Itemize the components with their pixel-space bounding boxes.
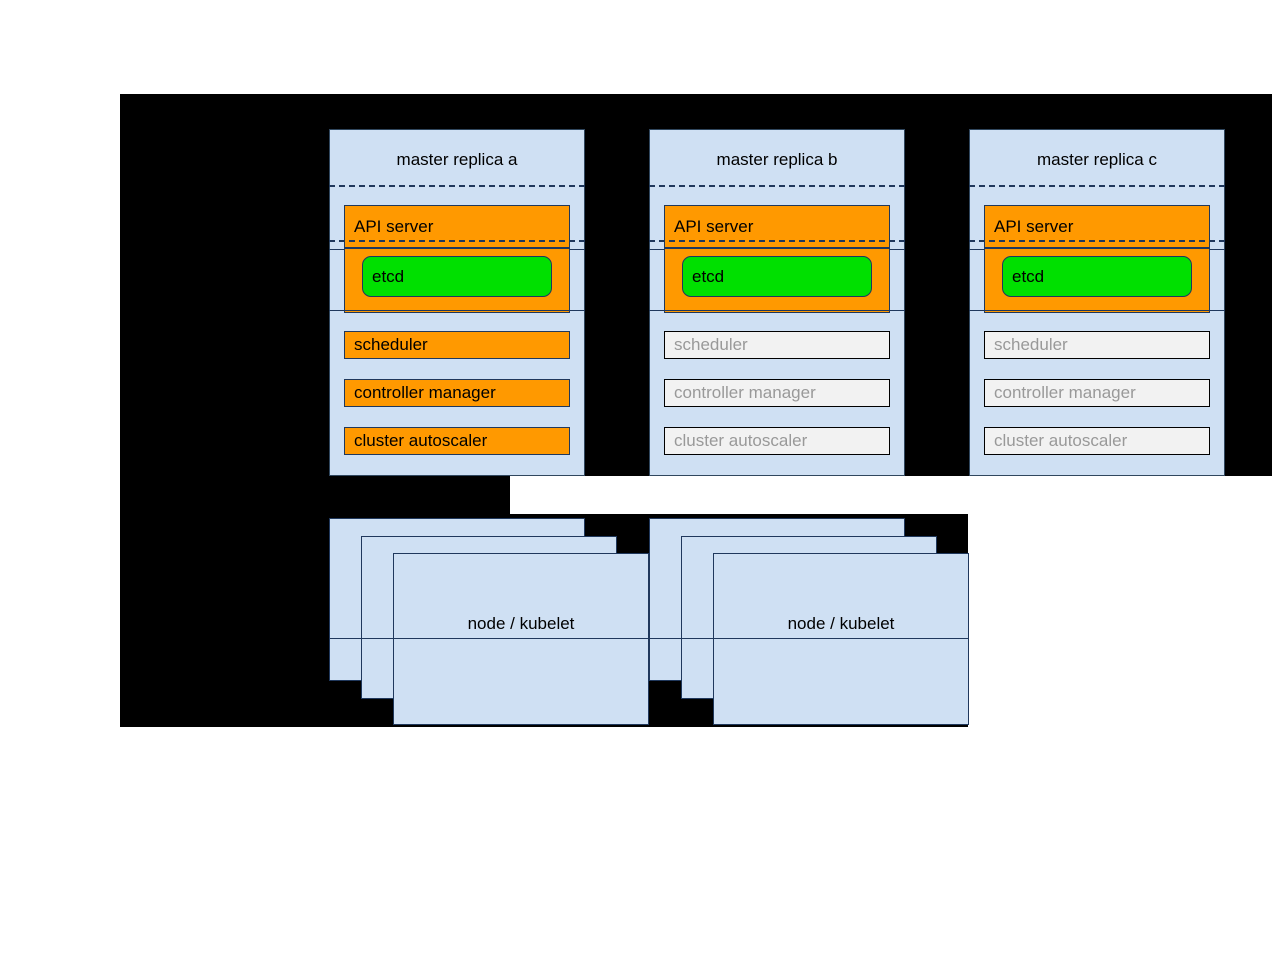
master-replica-c-title: master replica c bbox=[1037, 150, 1157, 169]
master-replica-b-title: master replica b bbox=[716, 150, 838, 169]
replica-c-etcd-box[interactable]: etcd bbox=[1002, 256, 1192, 297]
replica-a-etcd-label: etcd bbox=[372, 266, 405, 286]
replica-a-controller-manager-label: controller manager bbox=[354, 383, 496, 402]
replica-a-cluster-autoscaler-box[interactable]: cluster autoscaler bbox=[344, 427, 570, 455]
node-stack-1-crossline bbox=[329, 638, 649, 639]
replica-b-controller-manager-label: controller manager bbox=[674, 383, 816, 402]
backdrop-left-notch bbox=[120, 476, 510, 514]
replica-b-divider-top bbox=[649, 185, 905, 187]
node-stack-2-front[interactable]: node / kubelet bbox=[713, 553, 969, 725]
replica-b-etcd-label: etcd bbox=[692, 266, 725, 286]
replica-b-scheduler-label: scheduler bbox=[674, 335, 748, 354]
node-stack-1-front[interactable]: node / kubelet bbox=[393, 553, 649, 725]
replica-b-scheduler-box[interactable]: scheduler bbox=[664, 331, 890, 359]
replica-a-controller-manager-box[interactable]: controller manager bbox=[344, 379, 570, 407]
replica-a-line-lower bbox=[329, 310, 585, 311]
replica-c-divider-mid bbox=[969, 240, 1225, 242]
replica-a-cluster-autoscaler-label: cluster autoscaler bbox=[354, 431, 488, 450]
node-stack-1-label: node / kubelet bbox=[467, 614, 575, 633]
replica-c-api-server-label: API server bbox=[994, 216, 1074, 236]
node-stack-2-crossline bbox=[649, 638, 969, 639]
replica-a-divider-mid bbox=[329, 240, 585, 242]
node-stack-2-label: node / kubelet bbox=[787, 614, 895, 633]
replica-b-api-server-label: API server bbox=[674, 216, 754, 236]
replica-c-controller-manager-label: controller manager bbox=[994, 383, 1136, 402]
replica-c-scheduler-label: scheduler bbox=[994, 335, 1068, 354]
replica-c-controller-manager-box[interactable]: controller manager bbox=[984, 379, 1210, 407]
replica-c-cluster-autoscaler-label: cluster autoscaler bbox=[994, 431, 1128, 450]
replica-b-controller-manager-box[interactable]: controller manager bbox=[664, 379, 890, 407]
replica-a-scheduler-label: scheduler bbox=[354, 335, 428, 354]
replica-c-divider-top bbox=[969, 185, 1225, 187]
replica-c-line-lower bbox=[969, 310, 1225, 311]
replica-b-etcd-box[interactable]: etcd bbox=[682, 256, 872, 297]
replica-b-line-lower bbox=[649, 310, 905, 311]
replica-a-divider-top bbox=[329, 185, 585, 187]
replica-c-cluster-autoscaler-box[interactable]: cluster autoscaler bbox=[984, 427, 1210, 455]
replica-a-api-server-label: API server bbox=[354, 216, 434, 236]
master-replica-a-title: master replica a bbox=[396, 150, 518, 169]
replica-b-divider-mid bbox=[649, 240, 905, 242]
replica-b-cluster-autoscaler-label: cluster autoscaler bbox=[674, 431, 808, 450]
replica-c-etcd-label: etcd bbox=[1012, 266, 1045, 286]
replica-a-etcd-box[interactable]: etcd bbox=[362, 256, 552, 297]
replica-c-scheduler-box[interactable]: scheduler bbox=[984, 331, 1210, 359]
replica-a-scheduler-box[interactable]: scheduler bbox=[344, 331, 570, 359]
replica-b-cluster-autoscaler-box[interactable]: cluster autoscaler bbox=[664, 427, 890, 455]
